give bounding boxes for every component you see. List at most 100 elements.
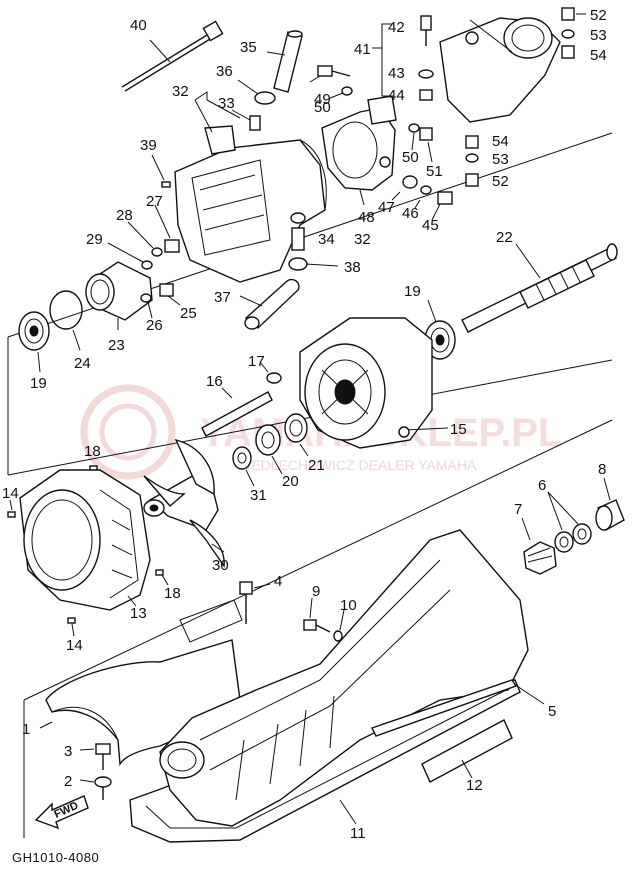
part-11-pump-base: [129, 529, 529, 843]
part-5-strip: [371, 679, 545, 737]
callout-43: 43: [388, 65, 405, 82]
part-45-bolt: [431, 191, 453, 221]
part-20-bearing: [255, 424, 283, 475]
part-37-hose: [239, 278, 300, 330]
callout-37: 37: [214, 289, 231, 306]
callout-28: 28: [116, 207, 133, 224]
callout-10: 10: [340, 597, 357, 614]
callout-32-lower: 32: [354, 231, 371, 248]
part-52-bolt-lower: [465, 173, 479, 187]
callout-54-lower: 54: [492, 133, 509, 150]
callout-19-left: 19: [30, 375, 47, 392]
part-47-collar: [391, 175, 418, 201]
callout-31: 31: [250, 487, 267, 504]
callout-15: 15: [450, 421, 467, 438]
callout-1: 1: [22, 721, 30, 738]
callout-5: 5: [548, 703, 556, 720]
part-1-cover: [39, 599, 243, 767]
callout-45: 45: [422, 217, 439, 234]
part-39-pin: [151, 154, 171, 188]
part-50-washer-lower: [408, 123, 420, 151]
part-52-bolt-upper: [561, 7, 586, 21]
callout-52-lower: 52: [492, 173, 509, 190]
part-48-bracket: [321, 95, 397, 206]
callout-51: 51: [426, 163, 443, 180]
callout-18-upper: 18: [84, 443, 101, 460]
callout-27: 27: [146, 193, 163, 210]
callout-21: 21: [308, 457, 325, 474]
part-28-washer: [127, 221, 163, 257]
callout-49: 49: [314, 91, 331, 108]
callout-8: 8: [598, 461, 606, 478]
callout-11: 11: [350, 825, 366, 842]
callout-39: 39: [140, 137, 157, 154]
part-31-washer: [232, 446, 255, 487]
callout-24: 24: [74, 355, 91, 372]
part-10-washer: [333, 609, 345, 642]
callout-50-upper: 50: [314, 99, 331, 116]
part-25-fitting: [159, 283, 181, 306]
callout-25: 25: [180, 305, 197, 322]
part-51-nut: [419, 127, 433, 163]
part-32-intake-housing: [174, 91, 327, 283]
callout-7: 7: [514, 501, 522, 518]
part-6-seal-a: [554, 531, 574, 553]
callout-29: 29: [86, 231, 103, 248]
part-34-collar: [290, 212, 306, 251]
part-46-washer: [414, 185, 432, 209]
part-53-washer-lower: [465, 153, 479, 163]
part-8-cap: [595, 477, 625, 532]
callout-42: 42: [388, 19, 405, 36]
part-41-bracket-group: [372, 15, 434, 101]
callout-18-lower: 18: [164, 585, 181, 602]
part-22-drive-shaft: [461, 243, 618, 333]
callout-53-upper: 53: [590, 27, 607, 44]
part-13-nozzle-housing: [19, 469, 151, 611]
part-35-sleeve: [266, 30, 303, 93]
callout-53-lower: 53: [492, 151, 509, 168]
callout-4: 4: [274, 573, 282, 590]
part-27-fitting: [154, 204, 180, 253]
callout-35: 35: [240, 39, 257, 56]
part-2-washer: [79, 776, 112, 800]
part-50-washer-upper: [329, 86, 353, 99]
callout-50-lower: 50: [402, 149, 419, 166]
part-7-coupler: [521, 517, 557, 575]
callout-14-lower: 14: [66, 637, 83, 654]
callout-19-right: 19: [404, 283, 421, 300]
part-23-cover: [85, 261, 153, 330]
part-54-collar-lower: [465, 135, 479, 149]
part-49-bolt: [309, 65, 351, 83]
part-4-fitting: [239, 581, 271, 624]
diagram-code: GH1010-4080: [12, 850, 99, 865]
callout-41: 41: [354, 41, 371, 58]
part-14-pin-upper: [7, 499, 16, 518]
callout-48: 48: [358, 209, 375, 226]
part-40-stud: [121, 20, 224, 92]
part-36-clamp: [237, 79, 276, 105]
part-12-plate: [421, 719, 513, 783]
part-24-o-ring: [49, 290, 83, 351]
callout-52-upper: 52: [590, 7, 607, 24]
callout-9: 9: [312, 583, 320, 600]
callout-14-upper: 14: [2, 485, 19, 502]
part-54-collar-upper: [561, 45, 575, 59]
part-30-impeller: [143, 438, 225, 568]
callout-16: 16: [206, 373, 223, 390]
callout-38: 38: [344, 259, 361, 276]
part-16-sleeve: [201, 387, 273, 437]
fwd-arrow-icon: FWD: [34, 795, 89, 830]
part-38-clamp: [288, 257, 339, 271]
part-14-pin-lower: [67, 617, 76, 637]
callout-17: 17: [248, 353, 265, 370]
callout-34: 34: [318, 231, 335, 248]
part-9-bolt: [303, 597, 331, 633]
callout-46: 46: [402, 205, 419, 222]
callout-12: 12: [466, 777, 483, 794]
callout-23: 23: [108, 337, 125, 354]
callout-labels: 40 35 36 32 33 39 27 28 29 34 32 38 37 2…: [2, 7, 607, 842]
callout-3: 3: [64, 743, 72, 760]
part-21-seal: [284, 413, 309, 457]
callout-47: 47: [378, 199, 395, 216]
callout-33: 33: [218, 95, 235, 112]
